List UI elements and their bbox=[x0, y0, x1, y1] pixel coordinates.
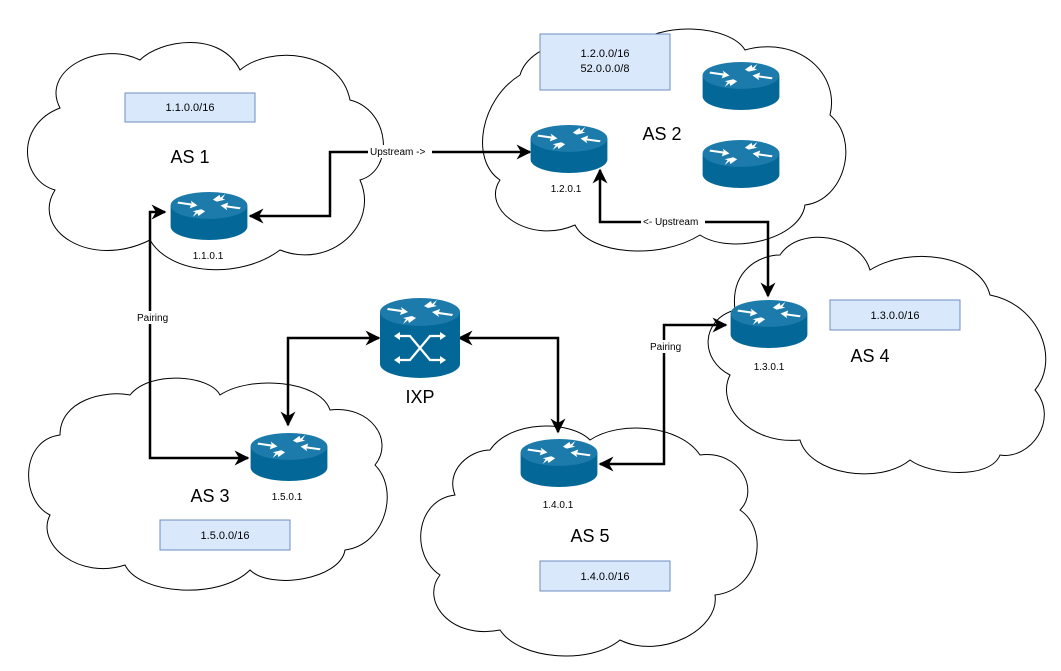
router-icon bbox=[170, 192, 248, 240]
as3-router-ip: 1.5.0.1 bbox=[272, 492, 303, 503]
as1-router-ip: 1.1.0.1 bbox=[193, 251, 224, 262]
as1-prefix: 1.1.0.0/16 bbox=[166, 102, 215, 114]
link-as1-as3-pairing bbox=[148, 204, 250, 466]
as4-prefix-box bbox=[829, 299, 961, 331]
as2-prefix-1: 1.2.0.0/16 bbox=[581, 48, 630, 60]
edge-label-upstream-as4: <- Upstream bbox=[643, 217, 698, 228]
link-ixp-as5 bbox=[457, 330, 566, 434]
router-icon bbox=[702, 62, 780, 110]
ixp-label: IXP bbox=[405, 387, 434, 407]
edge-label-pairing-as5-as4: Pairing bbox=[650, 342, 681, 353]
router-icon bbox=[702, 140, 780, 188]
as3-label: AS 3 bbox=[190, 486, 229, 506]
router-icon bbox=[530, 125, 608, 173]
router-icon bbox=[250, 433, 328, 481]
as2-prefix-box bbox=[539, 33, 671, 91]
as5-prefix: 1.4.0.0/16 bbox=[581, 571, 630, 583]
as2-router-ip: 1.2.0.1 bbox=[551, 184, 582, 195]
link-as5-as4-pairing bbox=[598, 317, 728, 472]
as3-cloud bbox=[28, 377, 388, 591]
as5-prefix-box bbox=[539, 560, 671, 592]
as4-label: AS 4 bbox=[850, 346, 889, 366]
as2-prefix-2: 52.0.0.0/8 bbox=[581, 63, 630, 75]
router-icon bbox=[730, 300, 808, 348]
ixp-switch-icon bbox=[380, 298, 460, 378]
as1-label: AS 1 bbox=[170, 147, 209, 167]
as5-label: AS 5 bbox=[570, 526, 609, 546]
as3-prefix: 1.5.0.0/16 bbox=[201, 530, 250, 542]
edge-label-pairing-as1-as3: Pairing bbox=[137, 313, 168, 324]
as4-prefix: 1.3.0.0/16 bbox=[871, 310, 920, 322]
as3-prefix-box bbox=[159, 519, 291, 551]
as2-label: AS 2 bbox=[642, 124, 681, 144]
router-icon bbox=[520, 439, 598, 487]
edge-label-upstream-as1: Upstream -> bbox=[370, 147, 425, 158]
as1-prefix-box bbox=[124, 92, 256, 123]
as5-router-ip: 1.4.0.1 bbox=[543, 500, 574, 511]
link-as3-ixp bbox=[280, 330, 381, 427]
as4-router-ip: 1.3.0.1 bbox=[754, 362, 785, 373]
